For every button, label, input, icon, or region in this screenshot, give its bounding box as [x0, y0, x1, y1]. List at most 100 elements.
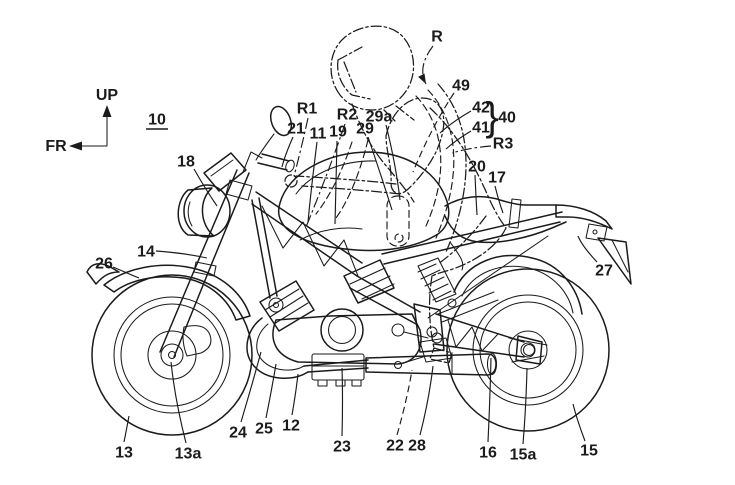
- leader-line-R3: [451, 145, 492, 154]
- tail-cowl: [555, 204, 632, 285]
- rider-hand: [284, 174, 298, 188]
- ref-label-25: 25: [255, 421, 273, 438]
- rear-shock: [417, 257, 457, 308]
- ref-label-26: 26: [95, 256, 113, 273]
- ref-label-22: 22: [386, 438, 404, 455]
- ref-label-23: 23: [333, 439, 351, 456]
- leader-line-13a: [170, 361, 187, 444]
- leader-line-19: [334, 140, 338, 225]
- rider-neck: [383, 105, 415, 123]
- rider-forearm: [295, 175, 401, 195]
- leader-line-24: [240, 351, 262, 423]
- leader-line-15: [572, 403, 586, 442]
- ref-label-19: 19: [329, 124, 347, 141]
- ref-label-15a: 15a: [510, 447, 537, 464]
- rider-arm: [385, 97, 445, 195]
- ref-label-12: 12: [282, 418, 300, 435]
- ref-label-11: 11: [310, 126, 327, 143]
- ref-label-13a: 13a: [175, 446, 202, 463]
- trellis-frame: [251, 191, 445, 353]
- swingarm: [431, 291, 543, 365]
- leader-line-28: [419, 365, 434, 436]
- ref-label-R1: R1: [297, 101, 318, 118]
- leader-line-18: [193, 168, 218, 207]
- rider-helmet: [330, 25, 415, 111]
- rear-hugger-fender: [453, 254, 583, 315]
- fender-beak: [86, 263, 120, 285]
- crankcase: [272, 313, 422, 365]
- front-wheel: [91, 274, 253, 436]
- leader-line-22: [396, 369, 413, 436]
- helmet-visor: [336, 46, 371, 100]
- leader-line-21: [281, 136, 294, 168]
- front-brake-caliper: [182, 325, 212, 357]
- footpeg-bracket: [393, 337, 453, 370]
- ref-label-18: 18: [177, 154, 195, 171]
- leader-line-12: [291, 373, 299, 416]
- leader-line-15a: [522, 367, 528, 445]
- ref-label-R2: R2: [337, 107, 358, 124]
- leader-line-42: [439, 110, 472, 134]
- leader-line-27: [577, 235, 598, 263]
- ref-label-24: 24: [229, 425, 247, 442]
- leader-line-49: [412, 92, 455, 173]
- oil-pan: [311, 353, 365, 381]
- ref-label-29a: 29a: [366, 109, 393, 126]
- leader-line-R: [422, 45, 434, 85]
- leader-line-20: [474, 174, 478, 216]
- rider-thigh: [431, 215, 507, 277]
- ref-label-15: 15: [580, 443, 598, 460]
- leader-line-13: [123, 415, 130, 443]
- ref-label-21: 21: [287, 121, 305, 138]
- ref-label-R3: R3: [493, 136, 514, 153]
- mirror: [255, 105, 293, 161]
- rider-foot: [429, 347, 453, 364]
- ref-label-28: 28: [408, 438, 426, 455]
- ref-label-16: 16: [479, 445, 497, 462]
- axis-fr-arrow: [69, 141, 82, 151]
- seat: [444, 195, 567, 271]
- leader-line-R2: [305, 123, 346, 228]
- ref-label-17: 17: [488, 170, 506, 187]
- ref-label-20: 20: [468, 159, 486, 176]
- seat-strap: [508, 198, 522, 229]
- ref-label-42: 42: [472, 100, 490, 117]
- orientation-axis: UP FR: [45, 87, 118, 155]
- handlebar-grip: [257, 153, 295, 173]
- rider-back: [429, 107, 507, 229]
- leader-line-16: [487, 357, 492, 443]
- leader-line-11: [307, 141, 318, 223]
- ref-label-brace-40: }: [485, 95, 498, 139]
- leader-line-R1: [293, 117, 309, 177]
- leader-line-41: [445, 130, 472, 150]
- front-fender: [86, 263, 251, 321]
- ref-label-13: 13: [115, 445, 133, 462]
- leader-line-29: [367, 136, 393, 211]
- ref-label-14: 14: [137, 244, 155, 261]
- axis-up-arrow: [102, 105, 112, 117]
- leader-line-29a: [385, 124, 401, 201]
- leader-arrowhead-R: [418, 73, 426, 84]
- rider-phantom-outline: [284, 25, 507, 364]
- leader-lines: [112, 45, 598, 445]
- ref-label-R: R: [431, 29, 443, 46]
- leader-line-14: [155, 250, 208, 259]
- ref-label-41: 41: [472, 120, 490, 137]
- airbag-module: [386, 195, 410, 247]
- rider-shin: [428, 275, 435, 349]
- ref-label-27: 27: [595, 263, 613, 280]
- leader-line-23: [341, 367, 344, 437]
- leader-line-26: [112, 266, 140, 279]
- axis-fr-label: FR: [45, 138, 67, 155]
- ref-label-10: 10: [148, 112, 166, 129]
- fuel-tank: [277, 151, 450, 252]
- leader-line-25: [265, 363, 277, 419]
- ref-label-49: 49: [452, 78, 470, 95]
- headlight: [177, 184, 231, 238]
- motorcycle-line-art: [86, 105, 632, 436]
- exhaust-pipe: [246, 317, 498, 379]
- taillight: [585, 223, 608, 242]
